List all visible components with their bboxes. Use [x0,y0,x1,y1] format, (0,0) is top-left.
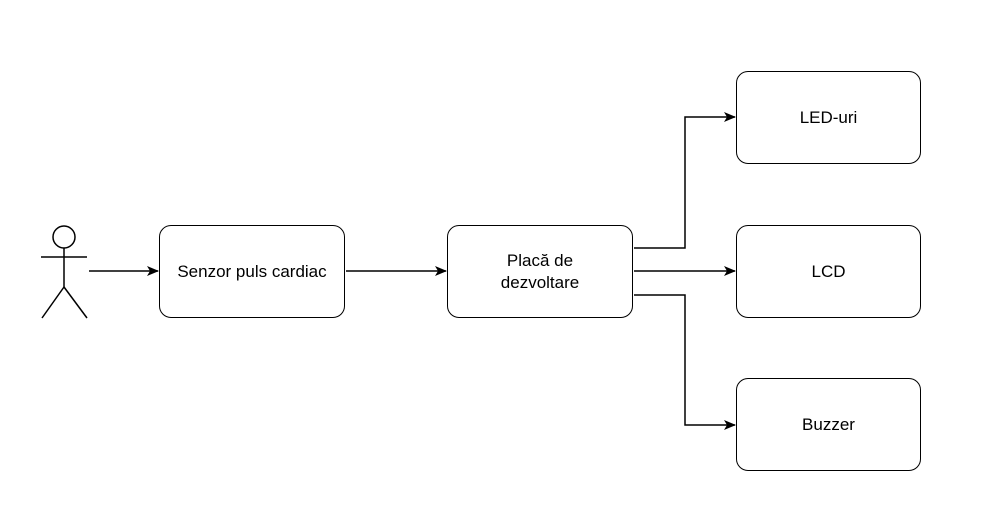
node-leds: LED-uri [736,71,921,164]
node-label: Buzzer [802,414,855,434]
stick-figure-icon [41,225,88,319]
node-label-line2: dezvoltare [500,272,580,292]
node-heart-rate-sensor: Senzor puls cardiac [159,225,345,318]
edge-board-to-buzzer [634,294,736,430]
edge-board-to-leds [634,112,736,249]
node-label: Senzor puls cardiac [177,261,327,281]
node-label: Placă de [506,250,574,270]
node-label: LED-uri [799,107,858,127]
node-buzzer: Buzzer [736,378,921,471]
node-lcd: LCD [736,225,921,318]
node-label: LCD [811,261,846,281]
node-development-board: Placă de dezvoltare [447,225,633,318]
